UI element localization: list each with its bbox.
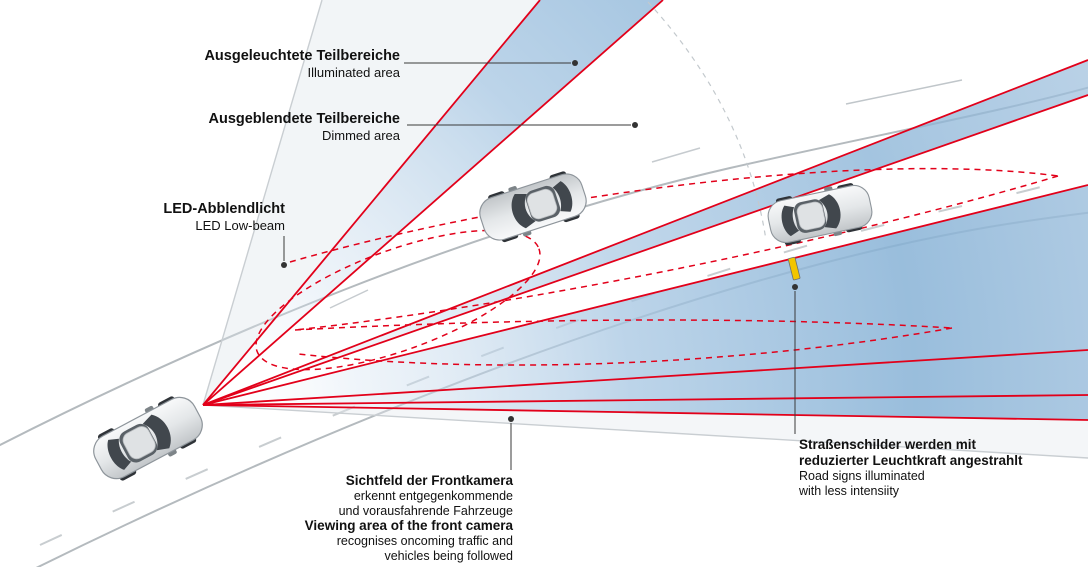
label-signs-en-line2: with less intensiity bbox=[799, 483, 900, 498]
label-camera-de-line2: und vorausfahrende Fahrzeuge bbox=[338, 503, 513, 518]
beam-lobe-upper-return bbox=[294, 175, 1059, 331]
label-illuminated-area: Ausgeleuchtete Teilbereiche Illuminated … bbox=[204, 48, 400, 80]
camera-field-lower-line bbox=[202, 404, 1088, 459]
label-camera-en-title: Viewing area of the front camera bbox=[304, 518, 513, 534]
beam-ray-4 bbox=[202, 94, 1088, 406]
callout-dot-signs bbox=[792, 284, 798, 290]
beam-ray-6 bbox=[202, 349, 1088, 406]
beam-ray-2 bbox=[202, 0, 664, 406]
label-lowbeam-en: LED Low-beam bbox=[195, 218, 285, 234]
label-camera-en-line2: vehicles being followed bbox=[384, 549, 513, 564]
beam-ray-7 bbox=[202, 394, 1088, 406]
callout-dot-dimmed bbox=[632, 122, 638, 128]
label-lowbeam-de: LED-Abblendlicht bbox=[163, 201, 285, 217]
camera-field-upper-line bbox=[202, 0, 323, 406]
label-camera-de-line1: erkennt entgegenkommende bbox=[353, 488, 513, 503]
car-ego bbox=[85, 387, 211, 489]
callout-dot-lowbeam bbox=[281, 262, 287, 268]
beam-ray-8 bbox=[202, 404, 1088, 421]
label-signs-en-line1: Road signs illuminated bbox=[799, 468, 925, 483]
callout-dot-illuminated bbox=[572, 60, 578, 66]
label-led-low-beam: LED-Abblendlicht LED Low-beam bbox=[163, 201, 285, 233]
road-marking-segment-2 bbox=[651, 147, 701, 163]
label-dimmed-area: Ausgeblendete Teilbereiche Dimmed area bbox=[208, 111, 400, 143]
beam-ray-5 bbox=[202, 184, 1088, 406]
low-beam-ellipse bbox=[255, 229, 541, 371]
beam-lobe-upper bbox=[289, 167, 1059, 263]
label-illuminated-en: Illuminated area bbox=[307, 65, 401, 81]
beam-ray-1 bbox=[202, 0, 541, 406]
label-dimmed-de: Ausgeblendete Teilbereiche bbox=[208, 111, 400, 127]
low-beam-dashed-contours bbox=[255, 167, 1059, 371]
callout-lines bbox=[283, 62, 796, 470]
label-road-signs: Straßenschilder werden mit reduzierter L… bbox=[799, 437, 1023, 498]
beam-lobe-mid bbox=[294, 319, 953, 331]
callout-dot-camera bbox=[508, 416, 514, 422]
callout-dots bbox=[281, 60, 798, 422]
car-oncoming bbox=[473, 165, 593, 249]
beam-lobe-mid-return bbox=[297, 327, 953, 366]
beam-boundary-rays bbox=[202, 0, 1088, 421]
label-signs-de-line1: Straßenschilder werden mit bbox=[799, 437, 977, 452]
beam-illuminated-right-fan bbox=[203, 185, 1088, 420]
label-signs-de-line2: reduzierter Leuchtkraft angestrahlt bbox=[799, 452, 1023, 468]
label-front-camera: Sichtfeld der Frontkamera erkennt entgeg… bbox=[305, 473, 513, 564]
road-marking-segment-1 bbox=[329, 289, 369, 309]
label-dimmed-en: Dimmed area bbox=[321, 128, 400, 144]
road-marking-segment-3 bbox=[845, 79, 963, 105]
beam-ray-3 bbox=[202, 59, 1088, 406]
label-camera-de-title: Sichtfeld der Frontkamera bbox=[345, 473, 513, 488]
label-camera-en-line1: recognises oncoming traffic and bbox=[336, 534, 513, 549]
road-sign bbox=[787, 256, 801, 281]
label-illuminated-de: Ausgeleuchtete Teilbereiche bbox=[204, 48, 400, 64]
